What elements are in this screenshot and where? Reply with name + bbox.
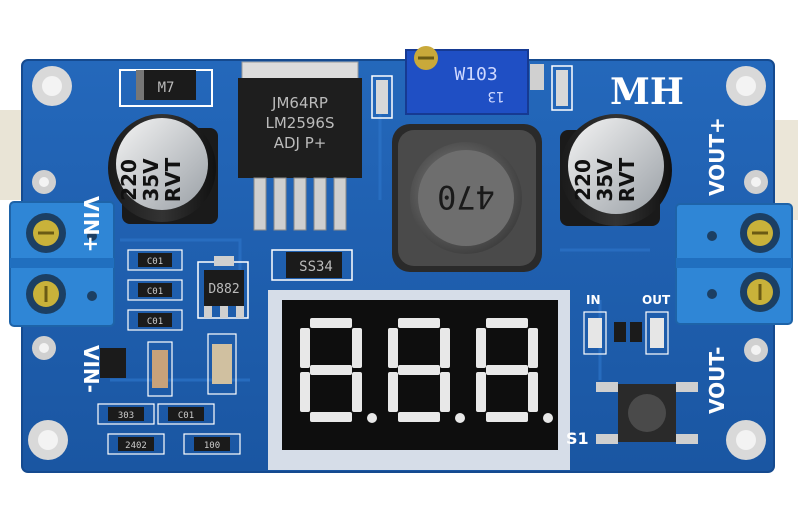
display-segment [398, 365, 440, 375]
display-digit [476, 318, 553, 423]
display-decimal-point [367, 413, 377, 423]
lm2596-regulator: JM64RP LM2596S ADJ P+ [238, 61, 362, 231]
display-segment [398, 412, 440, 422]
display-segment [388, 328, 398, 368]
push-button-s1: S1 [566, 382, 698, 448]
vout-minus-label: VOUT- [705, 347, 729, 414]
in-led-label: IN [586, 293, 601, 307]
svg-text:220: 220 [571, 159, 595, 201]
svg-text:C01: C01 [147, 257, 163, 267]
svg-text:D882: D882 [208, 282, 239, 297]
svg-text:35V: 35V [593, 158, 617, 202]
display-segment [310, 318, 352, 328]
vin-plus-label: VIN+ [79, 196, 103, 252]
output-capacitor: 220 35V RVT [560, 114, 672, 226]
svg-text:2402: 2402 [125, 441, 147, 451]
display-segment [352, 328, 362, 368]
svg-text:S1: S1 [566, 429, 589, 448]
display-decimal-point [455, 413, 465, 423]
display-segment [300, 372, 310, 412]
svg-text:470: 470 [437, 178, 495, 216]
display-segment [528, 372, 538, 412]
display-decimal-point [543, 413, 553, 423]
svg-text:RVT: RVT [615, 157, 639, 202]
display-digit [300, 318, 377, 423]
schottky-diode: SS34 [271, 249, 353, 281]
display-segment [440, 328, 450, 368]
svg-text:JM64RP: JM64RP [271, 94, 328, 112]
svg-text:100: 100 [204, 441, 220, 451]
svg-text:LM2596S: LM2596S [266, 114, 335, 132]
svg-text:SS34: SS34 [299, 259, 333, 275]
power-inductor: 470 [392, 124, 542, 272]
display-segment [528, 328, 538, 368]
svg-text:C01: C01 [178, 411, 194, 421]
display-digit [388, 318, 465, 423]
out-led-label: OUT [642, 293, 671, 307]
mounting-holes [28, 66, 768, 460]
display-segment [300, 328, 310, 368]
diode-m7: M7 [119, 69, 213, 107]
svg-text:ADJ P+: ADJ P+ [274, 134, 327, 152]
display-segment [440, 372, 450, 412]
svg-text:C01: C01 [147, 287, 163, 297]
seven-segment-display [268, 290, 570, 470]
input-terminal-block [9, 201, 115, 327]
display-segment [486, 318, 528, 328]
trim-potentiometer: W103 13 [405, 46, 529, 115]
display-segment [486, 365, 528, 375]
svg-text:C01: C01 [147, 317, 163, 327]
display-segment [310, 365, 352, 375]
smd-resistors: C01 C01 C01 303 C01 2402 100 [97, 249, 241, 455]
vin-minus-label: VIN- [79, 345, 103, 393]
svg-text:220: 220 [117, 159, 141, 201]
svg-text:303: 303 [118, 411, 134, 421]
display-segment [352, 372, 362, 412]
output-terminal-block [675, 203, 793, 325]
svg-text:W103: W103 [454, 64, 497, 85]
display-segment [476, 372, 486, 412]
brand-mark: MH [610, 71, 684, 113]
vout-plus-label: VOUT+ [705, 117, 729, 196]
display-segment [476, 328, 486, 368]
input-capacitor: 220 35V RVT [108, 114, 218, 224]
svg-text:M7: M7 [158, 80, 175, 96]
display-segment [398, 318, 440, 328]
svg-text:RVT: RVT [161, 157, 185, 202]
svg-text:35V: 35V [139, 158, 163, 202]
display-segment [310, 412, 352, 422]
display-segment [486, 412, 528, 422]
transistor-d882: D882 [197, 256, 249, 319]
display-segment [388, 372, 398, 412]
svg-text:13: 13 [488, 88, 505, 104]
